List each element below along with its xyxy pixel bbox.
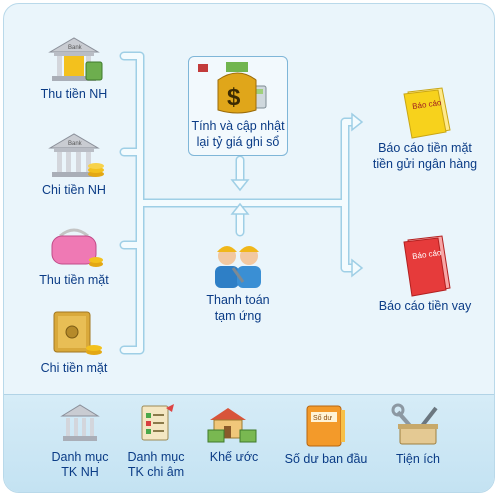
node-label-line1: Thanh toán	[206, 293, 270, 307]
tool-tien-ich[interactable]: Tiện ích	[376, 402, 460, 467]
node-thu-tien-mat[interactable]: Thu tiền mặt	[22, 222, 126, 288]
report-badge: Báo cáo	[412, 98, 443, 111]
money-calculator-icon: $	[198, 62, 267, 114]
svg-text:Bank: Bank	[68, 141, 83, 147]
node-label-line1: Báo cáo tiền vay	[378, 299, 472, 313]
node-chi-tien-nh[interactable]: Bank Chi tiền NH	[22, 128, 126, 198]
ledger-badge: Số dư	[313, 413, 332, 422]
bank-coins-icon: Bank	[48, 133, 104, 177]
bank-cash-icon: Bank	[48, 37, 103, 81]
bank-small-icon	[60, 404, 100, 441]
tool-label-line1: Danh mục	[51, 450, 109, 464]
house-money-icon	[207, 408, 257, 443]
ledger-book-icon: Số dư	[306, 405, 345, 447]
tool-label-line1: Tiện ích	[395, 452, 440, 466]
node-label: Chi tiền mặt	[40, 361, 108, 375]
node-label: Thu tiền mặt	[39, 273, 109, 287]
checklist-icon	[141, 404, 174, 441]
svg-text:Bank: Bank	[68, 45, 83, 51]
node-bao-cao-tien-mat[interactable]: Báo cáo Báo cáo tiền mặt tiền gửi ngân h…	[360, 84, 490, 172]
node-label-line2: tạm ứng	[214, 309, 262, 323]
node-bao-cao-tien-vay[interactable]: Báo cáo Báo cáo tiền vay	[360, 232, 490, 314]
tool-danh-muc-tk-chi-am[interactable]: Danh mục TK chi âm	[116, 402, 196, 480]
node-label-line2: tiền gửi ngân hàng	[372, 157, 478, 171]
svg-text:$: $	[227, 84, 241, 111]
safe-icon	[53, 311, 102, 355]
node-thanh-toan-tam-ung[interactable]: Thanh toán tạm ứng	[188, 236, 288, 324]
workers-icon	[215, 246, 261, 288]
report-yellow-icon: Báo cáo	[403, 87, 451, 139]
tool-label-line2: TK NH	[61, 465, 99, 479]
node-label: Thu tiền NH	[40, 87, 108, 101]
node-update-exchange-rate-content[interactable]: $ Tính và cập nhật lại tỷ giá ghi sổ	[188, 58, 288, 150]
tool-label-line1: Số dư ban đầu	[284, 452, 368, 466]
report-red-icon: Báo cáo	[403, 235, 451, 297]
tool-danh-muc-tk-nh[interactable]: Danh mục TK NH	[40, 402, 120, 480]
tool-so-du-ban-dau[interactable]: Số dư Số dư ban đầu	[276, 402, 376, 467]
tool-label-line2: TK chi âm	[127, 465, 185, 479]
tool-khe-uoc[interactable]: Khế ước	[196, 402, 272, 465]
node-label: Chi tiền NH	[42, 183, 106, 197]
node-label-line1: Báo cáo tiền mặt	[378, 141, 472, 155]
tool-label-line1: Danh mục	[127, 450, 185, 464]
node-label-line2: lại tỷ giá ghi sổ	[196, 135, 280, 149]
node-thu-tien-nh[interactable]: Bank Thu tiền NH	[22, 32, 126, 102]
node-label-line1: Tính và cập nhật	[191, 119, 285, 133]
tool-label-line1: Khế ước	[209, 450, 259, 464]
toolbox-icon	[391, 403, 438, 445]
node-chi-tien-mat[interactable]: Chi tiền mặt	[22, 306, 126, 376]
report-badge: Báo cáo	[412, 248, 443, 261]
purse-icon	[51, 228, 103, 267]
